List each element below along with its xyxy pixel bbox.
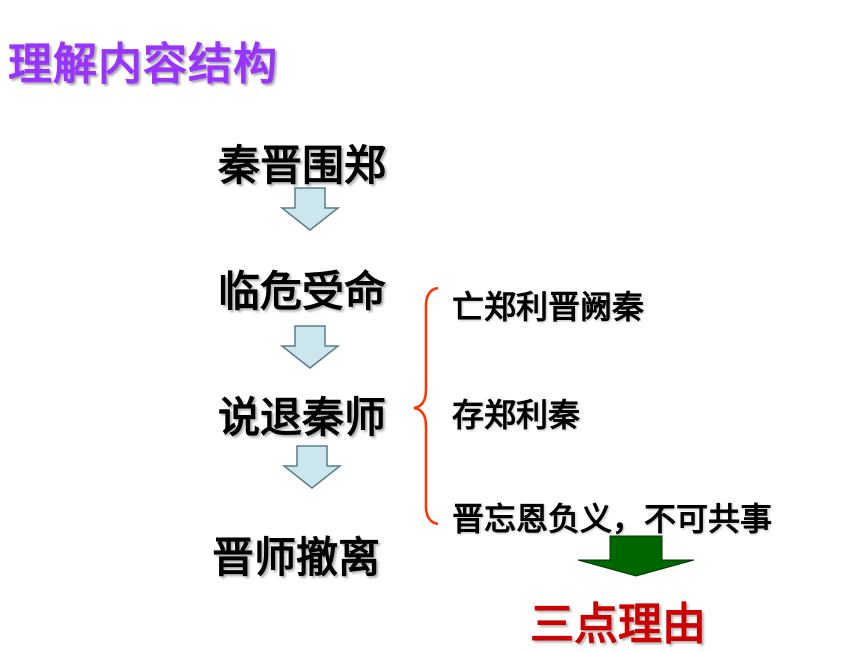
conclusion-label: 三点理由 — [530, 599, 706, 650]
step-siege: 秦晋围郑 — [218, 141, 387, 190]
flow-arrow-3 — [281, 445, 343, 489]
reason-3: 晋忘恩负义，不可共事 — [452, 500, 773, 538]
step-withdraw: 晋师撤离 — [212, 533, 381, 582]
step-mission: 临危受命 — [218, 267, 387, 316]
reason-1: 亡郑利晋阙秦 — [452, 288, 645, 326]
left-brace — [413, 286, 439, 526]
flow-arrow-2 — [279, 325, 341, 369]
down-arrow — [577, 535, 695, 577]
slide-title: 理解内容结构 — [8, 39, 278, 90]
flow-arrow-1 — [279, 187, 341, 231]
reason-2: 存郑利秦 — [452, 396, 581, 434]
step-persuade: 说退秦师 — [218, 393, 387, 442]
